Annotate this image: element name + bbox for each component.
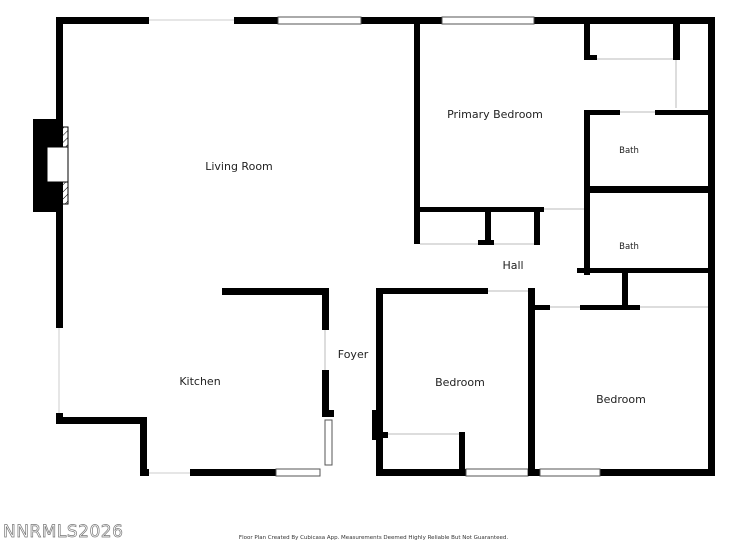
room-label-bath-2: Bath <box>619 242 639 252</box>
fireplace <box>33 119 69 212</box>
watermark: NNRMLS2026 <box>3 522 124 543</box>
exterior-walls <box>56 17 715 476</box>
room-label-foyer: Foyer <box>338 348 369 361</box>
room-label-primary-bedroom: Primary Bedroom <box>447 108 543 121</box>
room-label-living-room: Living Room <box>205 160 273 173</box>
room-label-bath-1: Bath <box>619 146 639 156</box>
door-openings <box>324 58 708 435</box>
windows <box>275 16 601 477</box>
room-label-kitchen: Kitchen <box>179 375 220 388</box>
interior-walls <box>222 17 715 476</box>
room-label-bedroom-2: Bedroom <box>596 393 646 406</box>
openings <box>58 19 234 474</box>
footer-disclaimer: Floor Plan Created By Cubicasa App. Meas… <box>238 535 509 541</box>
room-label-bedroom-1: Bedroom <box>435 376 485 389</box>
room-label-hall: Hall <box>502 259 523 272</box>
